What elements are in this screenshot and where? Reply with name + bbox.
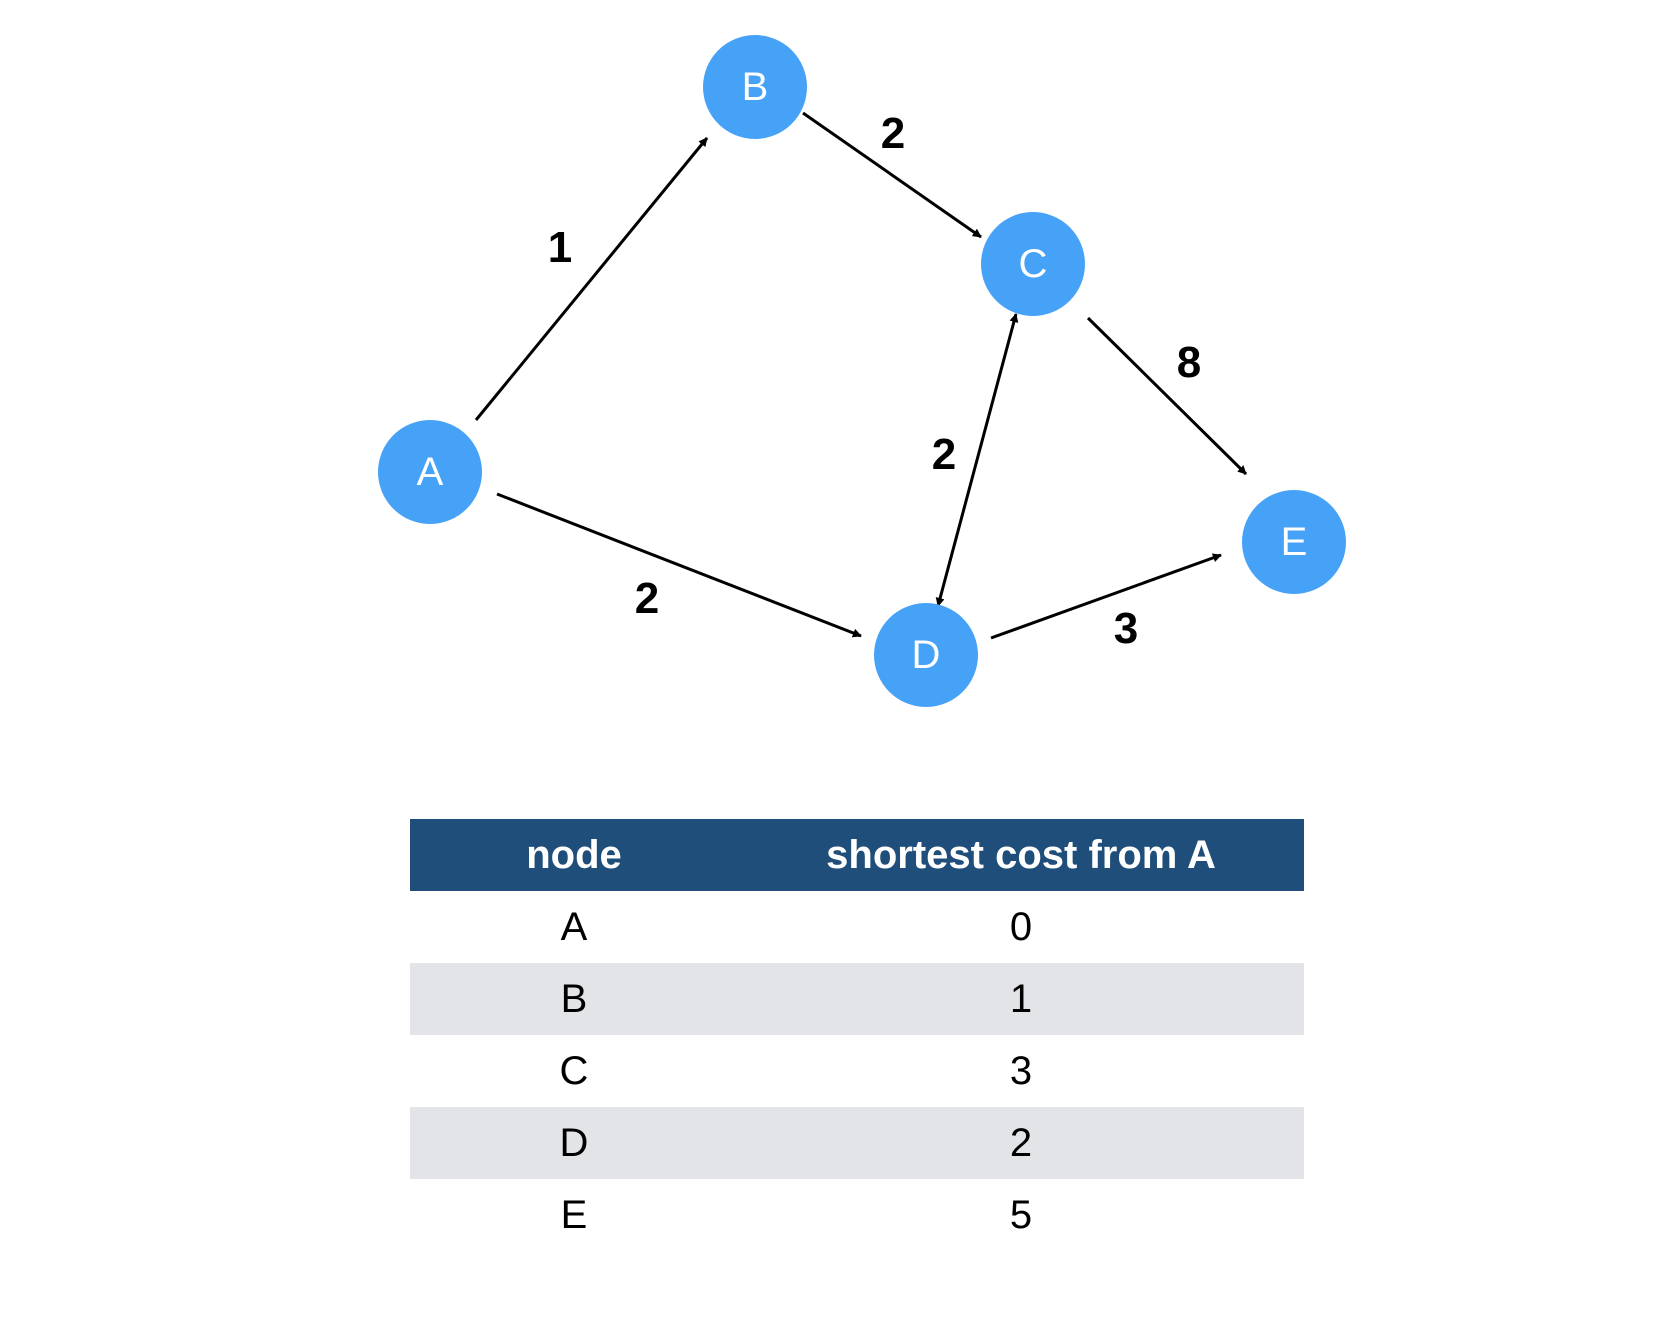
node-a: A — [378, 420, 482, 524]
table-row: C 3 — [410, 1035, 1304, 1107]
cell-cost: 1 — [738, 963, 1304, 1035]
table-row: A 0 — [410, 891, 1304, 963]
edge-labels: 1 2 2 2 8 3 — [548, 109, 1201, 653]
shortest-cost-table: node shortest cost from A A 0 B 1 C 3 D … — [410, 819, 1304, 1251]
node-label-a: A — [417, 450, 444, 494]
nodes: A B C D E — [378, 35, 1346, 707]
edge-label-a-b: 1 — [548, 223, 572, 272]
edge-d-e — [990, 553, 1222, 640]
cell-node: B — [410, 963, 738, 1035]
edge-c-e — [1086, 316, 1248, 476]
edge-c-d — [935, 313, 1019, 607]
table-row: E 5 — [410, 1179, 1304, 1251]
header-shortest-cost: shortest cost from A — [738, 819, 1304, 891]
cell-cost: 0 — [1009, 904, 1033, 949]
edge-label-c-e: 8 — [1177, 338, 1201, 387]
cell-cost: 5 — [1009, 1192, 1033, 1237]
node-label-d: D — [912, 633, 941, 677]
node-label-b: B — [742, 65, 769, 109]
node-b: B — [703, 35, 807, 139]
edge-a-b — [474, 137, 709, 421]
node-label-e: E — [1281, 520, 1308, 564]
cell-cost: 2 — [738, 1107, 1304, 1179]
table-row: D 2 — [410, 1107, 1304, 1179]
node-label-c: C — [1019, 242, 1048, 286]
cell-node: E — [560, 1192, 588, 1237]
table-header-row: node shortest cost from A — [410, 819, 1304, 891]
cell-cost: 3 — [1009, 1048, 1033, 1093]
node-d: D — [874, 603, 978, 707]
edges — [474, 111, 1248, 640]
node-c: C — [981, 212, 1085, 316]
edge-a-d — [496, 492, 862, 638]
table-row: B 1 — [410, 963, 1304, 1035]
edge-label-a-d: 2 — [635, 574, 659, 623]
edge-label-d-e: 3 — [1114, 604, 1138, 653]
edge-b-c — [802, 111, 982, 239]
graph-diagram: 1 2 2 2 8 3 A B C D E — [378, 35, 1346, 707]
node-e: E — [1242, 490, 1346, 594]
edge-label-c-d: 2 — [932, 430, 956, 479]
cell-node: C — [559, 1048, 589, 1093]
cell-node: D — [410, 1107, 738, 1179]
cell-node: A — [560, 904, 588, 949]
header-node: node — [410, 819, 738, 891]
edge-label-b-c: 2 — [881, 109, 905, 158]
